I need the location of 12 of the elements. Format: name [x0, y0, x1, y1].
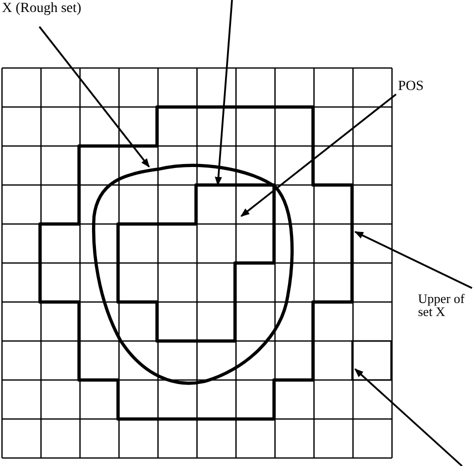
annotation-label: Upper of set X [418, 292, 468, 318]
upper-approximation-outline [40, 107, 352, 419]
leader-line [240, 94, 397, 217]
lower-approximation-outline [118, 185, 274, 341]
leader-line [354, 368, 463, 466]
annotation-label: POS [398, 80, 438, 93]
leader-line [38, 26, 150, 168]
grid-cell [352, 341, 391, 380]
square-grid [2, 68, 392, 458]
leader-line [354, 230, 472, 289]
leader-line [214, 0, 233, 186]
annotation-label: X (Rough set) [2, 2, 112, 15]
